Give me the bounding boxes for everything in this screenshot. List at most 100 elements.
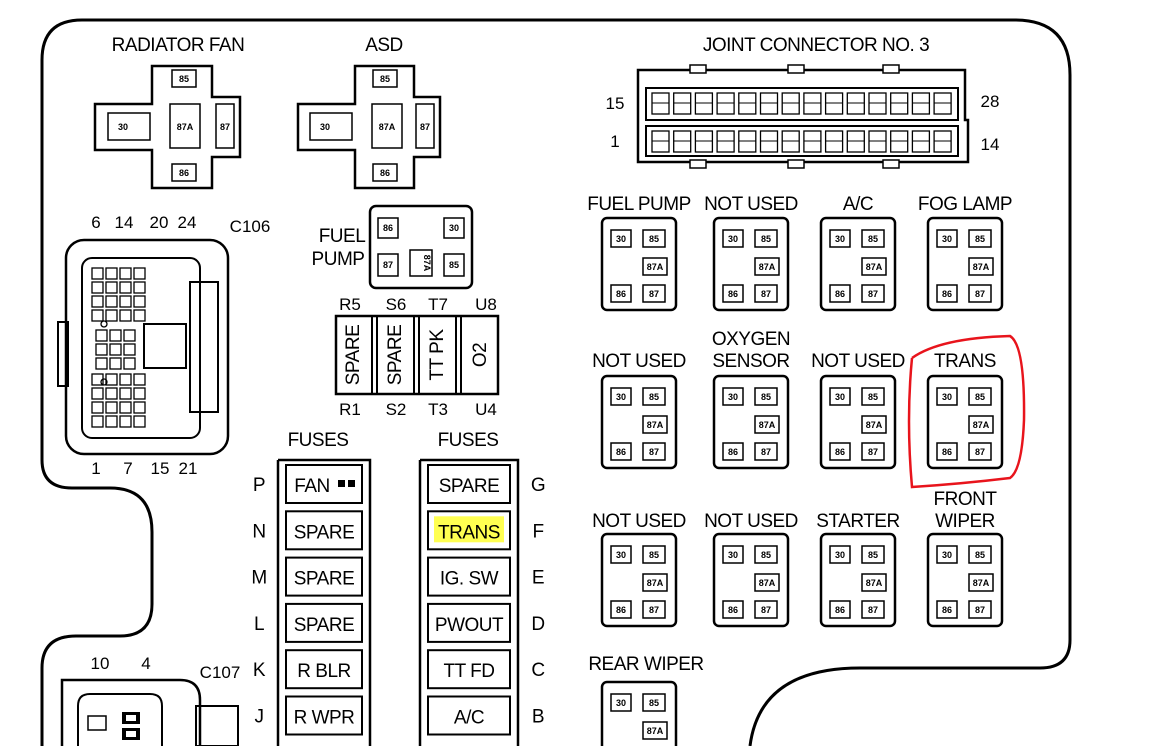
c106-cavity xyxy=(123,357,136,370)
c106-pin-14: 14 xyxy=(115,213,134,232)
relay-pin xyxy=(968,442,992,461)
c106-cavity xyxy=(119,401,132,414)
fuses-left-position: P xyxy=(253,475,265,496)
relay-pin xyxy=(610,229,632,248)
c106-cavity xyxy=(95,329,108,342)
relay-pin-label: 86 xyxy=(728,605,738,615)
relay-pin-label: 30 xyxy=(616,234,626,244)
relay-pin xyxy=(642,545,666,564)
relay-pin-label: 87 xyxy=(649,605,659,615)
relay-pin-label: 87A xyxy=(759,578,776,588)
relay-pin xyxy=(968,257,994,276)
highlight-circle xyxy=(907,334,1026,489)
radiator-fan-pin-86: 86 xyxy=(179,168,189,178)
relay-pin-label: 87 xyxy=(868,605,878,615)
fuses-left-name: R BLR xyxy=(297,661,350,682)
fuel-pump-relay-pin-87: 87 xyxy=(383,260,393,270)
joint-connector-pin-28: 28 xyxy=(981,92,1000,111)
relay-pin-label: 30 xyxy=(616,392,626,402)
relay-pin-label: 85 xyxy=(649,698,659,708)
relay-pin-label: 87A xyxy=(866,262,883,272)
fuses-left-position: N xyxy=(252,521,265,542)
relay-pin xyxy=(829,229,851,248)
relay-pin-label: 86 xyxy=(616,447,626,457)
relay-body xyxy=(600,532,678,628)
fuses-right-slot xyxy=(427,556,511,597)
relay-pin xyxy=(936,600,958,619)
asd-pin-87: 87 xyxy=(420,122,430,132)
relay-pin xyxy=(754,600,778,619)
relay-pin-label: 30 xyxy=(616,550,626,560)
relay-pin xyxy=(829,545,851,564)
relay-pin-label: 87A xyxy=(973,578,990,588)
relay-pin xyxy=(936,387,958,406)
relay-pin-label: 85 xyxy=(761,234,771,244)
asd-pin-86: 86 xyxy=(380,168,390,178)
relay-pin xyxy=(861,284,885,303)
relay-body xyxy=(926,532,1004,628)
relay-pin-label: 87A xyxy=(647,420,664,430)
relay-pin-label: 85 xyxy=(868,392,878,402)
radiator-fan-relay: RADIATOR FAN 85 30 87A 87 86 xyxy=(93,35,245,190)
relay-label: NOT USED xyxy=(592,511,686,532)
c107-connector: 10 4 C107 xyxy=(60,654,240,746)
relay-label: FUEL PUMP xyxy=(587,194,691,215)
relay-pin-label: 86 xyxy=(616,605,626,615)
relay-pin-label: 86 xyxy=(616,289,626,299)
relay-pin-label: 87A xyxy=(973,262,990,272)
relay-pin-label: 87 xyxy=(868,289,878,299)
relay-body xyxy=(926,216,1004,312)
relay-pin-label: 87 xyxy=(761,605,771,615)
fuses-right-slot xyxy=(427,695,511,736)
relay-body xyxy=(600,374,678,470)
joint-connector-pin-14: 14 xyxy=(981,135,1000,154)
c106-connector: 6 14 20 24 C106 1 7 15 21 xyxy=(57,213,271,478)
relay-pin xyxy=(968,284,992,303)
c106-label: C106 xyxy=(230,217,271,236)
c106-cavity xyxy=(91,401,104,414)
relay-pin xyxy=(754,284,778,303)
c106-pin-1: 1 xyxy=(91,459,100,478)
fuses-left-title: FUSES xyxy=(288,430,349,451)
fuses-right-name: A/C xyxy=(454,708,484,729)
c106-pin-20: 20 xyxy=(150,213,169,232)
c106-cavity xyxy=(123,329,136,342)
joint-connector-pin-1: 1 xyxy=(610,132,619,151)
fuses-right-slot xyxy=(427,602,511,643)
relay-pin-label: 85 xyxy=(761,392,771,402)
fuses-right-position: D xyxy=(531,614,544,635)
relay-label-line1: FRONT xyxy=(934,489,998,510)
c107-pin-4: 4 xyxy=(141,654,150,673)
c106-cavity xyxy=(95,357,108,370)
relay-pin-label: 85 xyxy=(975,550,985,560)
relay-label: SENSOR xyxy=(712,351,789,372)
relay-pin xyxy=(968,545,992,564)
relay-pin-label: 86 xyxy=(942,605,952,615)
relay-pin xyxy=(936,545,958,564)
c106-cavity xyxy=(105,309,118,322)
relay-pin xyxy=(754,545,778,564)
relay-pin xyxy=(610,545,632,564)
fuel-pump-relay-label-line2: PUMP xyxy=(312,249,365,270)
relay-pin-label: 86 xyxy=(835,605,845,615)
fuses-left-position: J xyxy=(255,707,264,728)
relay-pin xyxy=(642,600,666,619)
relay-pin-label: 85 xyxy=(649,392,659,402)
relay-pin xyxy=(861,573,887,592)
fuses-left-slot xyxy=(285,695,363,736)
radiator-fan-label: RADIATOR FAN xyxy=(112,35,245,56)
relay-pin xyxy=(968,415,994,434)
relay-pin-label: 87A xyxy=(973,420,990,430)
relay-pin xyxy=(754,229,778,248)
relay-body xyxy=(819,532,897,628)
relay-pin xyxy=(754,442,778,461)
relay-pin xyxy=(642,573,668,592)
relay-pin xyxy=(968,573,994,592)
fuses-left-slot xyxy=(285,464,363,504)
asd-pin-87a: 87A xyxy=(379,122,396,132)
